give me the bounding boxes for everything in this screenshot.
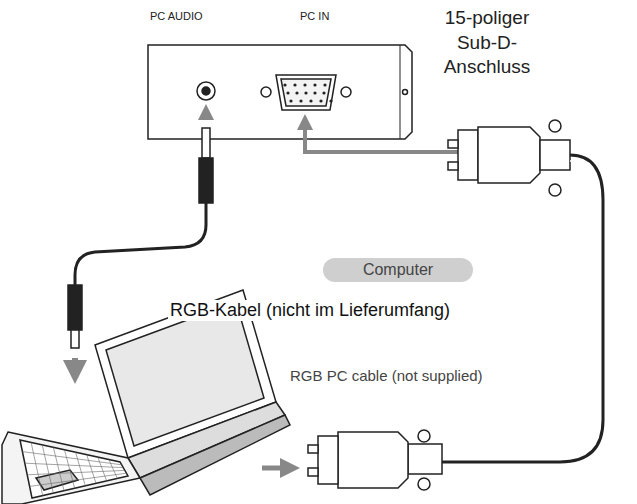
pin-hole	[289, 99, 292, 102]
pin-hole	[283, 83, 286, 86]
connect-arrow	[305, 122, 460, 152]
pin-hole	[313, 91, 316, 94]
device-panel	[148, 45, 412, 139]
pin-hole	[322, 91, 325, 94]
connect-arrow	[262, 466, 290, 471]
pin-hole	[319, 99, 322, 102]
pin-hole	[323, 83, 326, 86]
connector-label: PC AUDIO	[150, 10, 203, 22]
connector-label: PC IN	[300, 10, 329, 22]
pin-hole	[303, 83, 306, 86]
vga-port-pins	[283, 83, 332, 102]
keyboard-keys	[22, 442, 126, 495]
node-text: Computer	[323, 261, 473, 279]
pin-hole	[299, 99, 302, 102]
pin-hole	[309, 99, 312, 102]
vga-cable	[442, 155, 603, 462]
connector-type: 15-poliger Sub-D-Anschluss	[428, 6, 546, 80]
pin-hole	[313, 83, 316, 86]
pin-hole	[329, 99, 332, 102]
vga-cable-core	[442, 161, 597, 456]
pin-hole	[304, 91, 307, 94]
laptop	[2, 290, 290, 504]
pin-hole	[286, 91, 289, 94]
vga-connector	[448, 120, 570, 196]
vga-connector	[308, 430, 442, 490]
cable-note: RGB-Kabel (nicht im Lieferumfang)	[168, 300, 452, 321]
cable-note: RGB PC cable (not supplied)	[288, 367, 485, 384]
pin-hole	[293, 83, 296, 86]
pill-label: Computer	[323, 258, 473, 282]
pin-hole	[295, 91, 298, 94]
